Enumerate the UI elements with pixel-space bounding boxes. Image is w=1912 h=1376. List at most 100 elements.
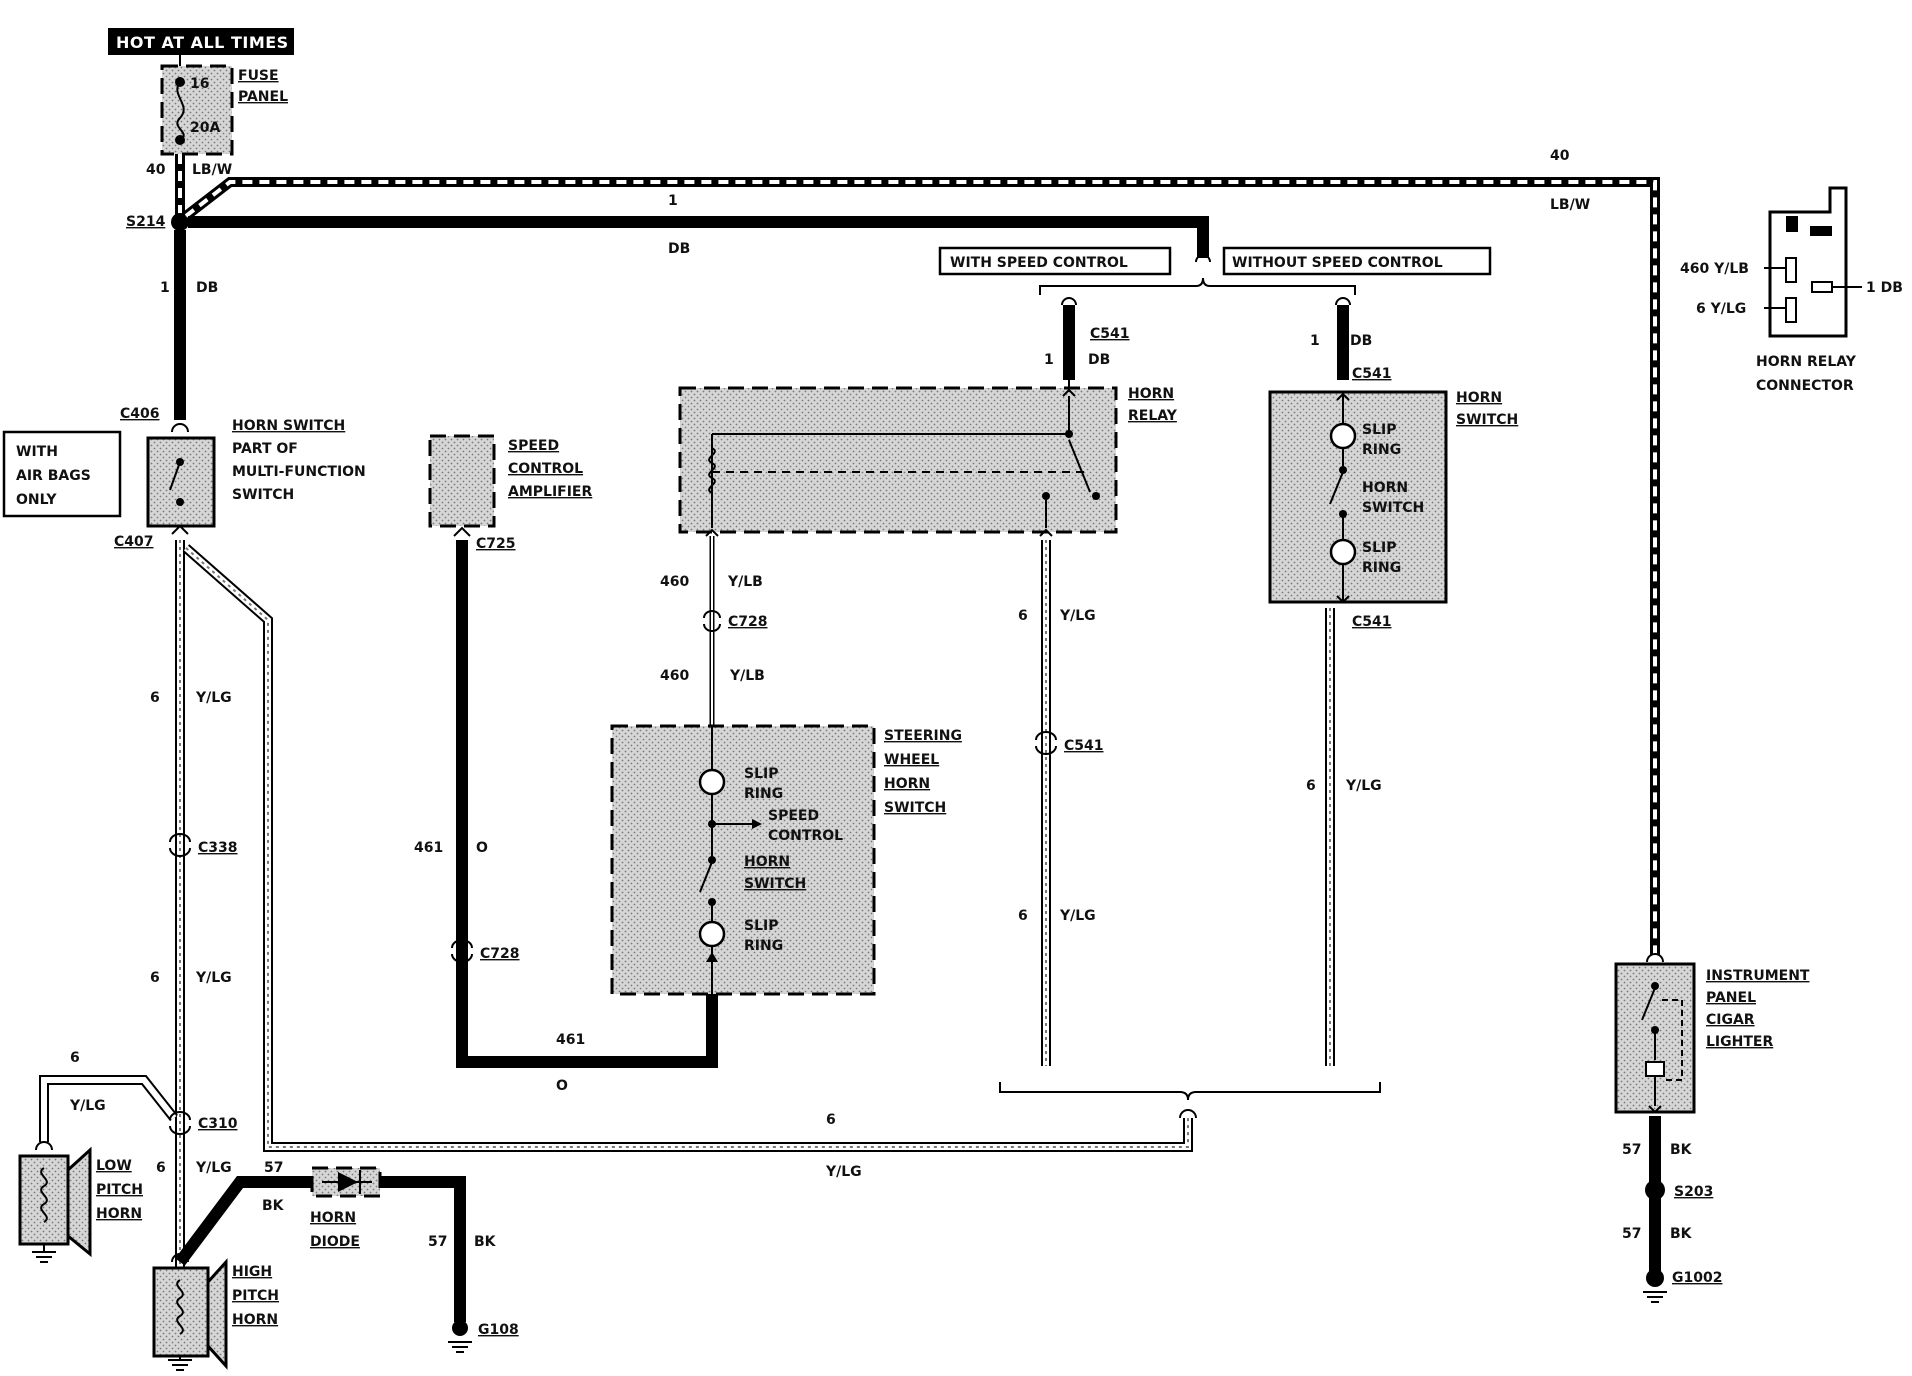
g1002-ground — [1643, 1269, 1667, 1303]
low-pitch-horn — [18, 1141, 92, 1263]
horn-switch-label-1: HORN — [1456, 390, 1502, 406]
instrument-panel-cigar-lighter — [1614, 953, 1696, 1114]
g1002-label: G1002 — [1672, 1270, 1722, 1286]
hrc-label-2: CONNECTOR — [1756, 378, 1854, 394]
hot-at-all-times-banner: HOT AT ALL TIMES — [108, 28, 294, 55]
relay-wire-1: 1 — [1044, 352, 1054, 368]
low-horn-6: 6 — [70, 1050, 80, 1066]
left-wire-db: DB — [196, 280, 218, 296]
sw-slip1-a: SLIP — [744, 766, 778, 782]
high-horn-label-1: HIGH — [232, 1264, 272, 1280]
horn-diode-label-1: HORN — [310, 1210, 356, 1226]
high-horn-label-2: PITCH — [232, 1288, 279, 1304]
svg-text:WITH: WITH — [16, 444, 58, 460]
swhs-label-2: WHEEL — [884, 752, 939, 768]
conn-1-label: 1 DB — [1866, 280, 1903, 296]
hs-slip2-a: SLIP — [1362, 540, 1396, 556]
sw-hs-a: HORN — [744, 854, 790, 870]
sw-slip2-a: SLIP — [744, 918, 778, 934]
conn-6-label: 6 Y/LG — [1696, 301, 1746, 317]
relay-ylg-6b: 6 — [1018, 908, 1028, 924]
fuse-panel-label-1: FUSE — [238, 68, 279, 84]
hs-inner-b: SWITCH — [1362, 500, 1424, 516]
high-pitch-horn — [152, 1253, 228, 1371]
sca-label-2: CONTROL — [508, 461, 583, 477]
lighter-57-a: 57 — [1622, 1142, 1641, 1158]
sw-sc-b: CONTROL — [768, 828, 843, 844]
left-ylg-a: Y/LG — [195, 690, 232, 706]
diode-bk-a: BK — [262, 1198, 285, 1214]
low-horn-label-1: LOW — [96, 1158, 132, 1174]
high-horn-label-3: HORN — [232, 1312, 278, 1328]
diode-57-b: 57 — [428, 1234, 447, 1250]
diode-57-a: 57 — [264, 1160, 283, 1176]
lighter-bk-b: BK — [1670, 1226, 1693, 1242]
horn-switch-without-sc — [1268, 390, 1448, 604]
hs-slip1-a: SLIP — [1362, 422, 1396, 438]
s203-label: S203 — [1674, 1184, 1713, 1200]
hs-mf-label-2: PART OF — [232, 441, 298, 457]
without-speed-control-box: WITHOUT SPEED CONTROL — [1222, 246, 1492, 276]
sw-hs-b: SWITCH — [744, 876, 806, 892]
c407-label: C407 — [114, 534, 154, 550]
left-wire-1: 1 — [160, 280, 170, 296]
wire-lbw-label: LB/W — [192, 162, 232, 178]
wire-460-b: 460 — [660, 668, 689, 684]
swhs-label-1: STEERING — [884, 728, 962, 744]
c725-label: C725 — [476, 536, 516, 552]
bottom-ylg-6: 6 — [826, 1112, 836, 1128]
wire-1-label: 1 — [668, 193, 678, 209]
lighter-bk-a: BK — [1670, 1142, 1693, 1158]
diode-bk-b: BK — [474, 1234, 497, 1250]
hs-slip1-b: RING — [1362, 442, 1401, 458]
low-horn-ylg: Y/LG — [69, 1098, 106, 1114]
speed-control-amplifier — [428, 434, 496, 528]
hs-ylg-6: 6 — [1306, 778, 1316, 794]
horn-relay-connector — [1764, 186, 1862, 338]
low-horn-label-3: HORN — [96, 1206, 142, 1222]
relay-ylg-6a: 6 — [1018, 608, 1028, 624]
wire-461-a: 461 — [414, 840, 443, 856]
swhs-label-3: HORN — [884, 776, 930, 792]
c541-relay-mid: C541 — [1064, 738, 1104, 754]
wire-ylb-b: Y/LB — [729, 668, 765, 684]
hs-inner-a: HORN — [1362, 480, 1408, 496]
fuse-panel: 16 20A — [160, 64, 234, 156]
sw-slip1-b: RING — [744, 786, 783, 802]
wire-lbw-top-label: LB/W — [1550, 197, 1590, 213]
c541-hs-bottom: C541 — [1352, 614, 1392, 630]
hs-wire-1: 1 — [1310, 333, 1320, 349]
bottom-ylg: Y/LG — [825, 1164, 862, 1180]
high-horn-ylg: Y/LG — [195, 1160, 232, 1176]
hs-slip2-b: RING — [1362, 560, 1401, 576]
c728-lower-label: C728 — [480, 946, 520, 962]
c541-relay-top: C541 — [1090, 326, 1130, 342]
hs-mf-label-4: SWITCH — [232, 487, 294, 503]
hs-mf-label-3: MULTI-FUNCTION — [232, 464, 366, 480]
left-ylg-b: Y/LG — [195, 970, 232, 986]
svg-text:HOT AT ALL TIMES: HOT AT ALL TIMES — [116, 33, 289, 52]
wire-o-b: O — [556, 1078, 568, 1094]
lighter-57-b: 57 — [1622, 1226, 1641, 1242]
svg-text:20A: 20A — [190, 120, 220, 136]
left-ylg-6a: 6 — [150, 690, 160, 706]
wire-461-b: 461 — [556, 1032, 585, 1048]
ipcl-label-1: INSTRUMENT — [1706, 968, 1810, 984]
high-horn-6: 6 — [156, 1160, 166, 1176]
horn-switch-label-2: SWITCH — [1456, 412, 1518, 428]
sca-label-1: SPEED — [508, 438, 559, 454]
s214-splice — [171, 213, 189, 231]
relay-ylg-b: Y/LG — [1059, 908, 1096, 924]
horn-diode — [310, 1166, 382, 1198]
horn-relay — [678, 380, 1118, 534]
left-ylg-6b: 6 — [150, 970, 160, 986]
ipcl-label-3: CIGAR — [1706, 1012, 1755, 1028]
hs-ylg: Y/LG — [1345, 778, 1382, 794]
sca-label-3: AMPLIFIER — [508, 484, 592, 500]
svg-text:AIR BAGS: AIR BAGS — [16, 468, 91, 484]
c310-label: C310 — [198, 1116, 238, 1132]
s203-splice — [1645, 1180, 1665, 1200]
horn-relay-label-1: HORN — [1128, 386, 1174, 402]
with-air-bags-only-box: WITH AIR BAGS ONLY — [2, 430, 122, 518]
